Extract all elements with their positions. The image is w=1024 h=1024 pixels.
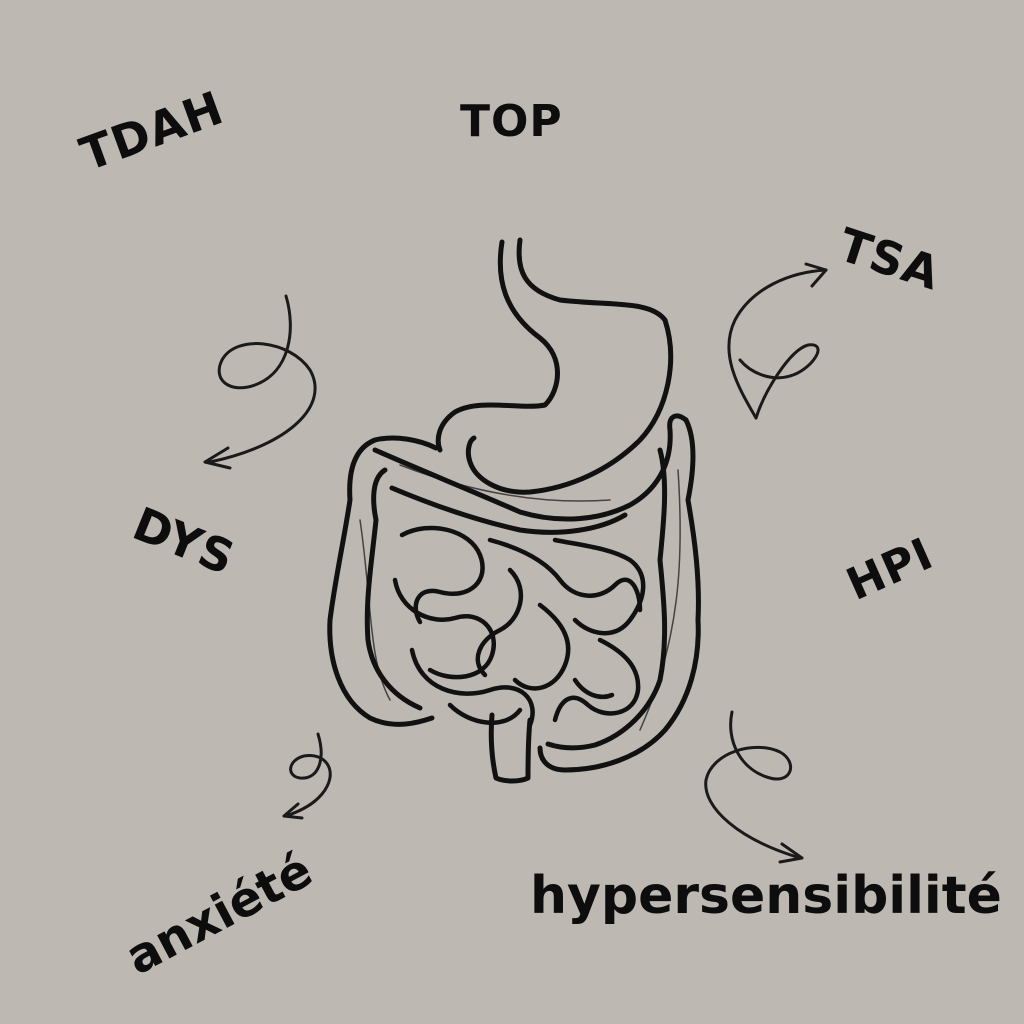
- label-hypersensibilite: hypersensibilité: [530, 870, 1002, 922]
- curly-arrow-icon: [284, 734, 330, 818]
- curly-arrow-icon: [729, 264, 826, 418]
- label-top: TOP: [460, 100, 563, 144]
- curly-arrow-icon: [205, 296, 315, 468]
- curly-arrow-icon: [706, 712, 802, 862]
